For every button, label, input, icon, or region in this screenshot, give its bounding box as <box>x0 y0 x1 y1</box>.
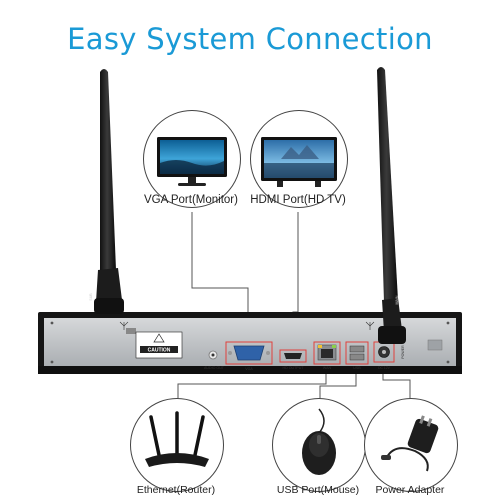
audio-out-port: AUDIO OUT <box>204 350 225 370</box>
wan-port: WAN <box>313 341 341 370</box>
power-adapter-icon <box>381 415 439 472</box>
tv-icon <box>261 137 337 187</box>
hdmi-tv-label: HDMI Port(HD TV) <box>250 194 346 206</box>
power-adapter-circle <box>364 398 458 492</box>
hdmi-port: HD OUTPUT <box>279 349 307 370</box>
page-title: Easy System Connection <box>67 22 433 56</box>
left-antenna: SUB <box>89 69 124 314</box>
audio-out-label: AUDIO OUT <box>204 366 225 370</box>
hdmi-label: HD OUTPUT <box>283 366 305 370</box>
router-icon <box>145 411 209 467</box>
vga-monitor-label: VGA Port(Monitor) <box>144 194 238 206</box>
tv-circle <box>250 110 348 208</box>
vga-label: VGA <box>245 367 253 371</box>
monitor-circle <box>143 110 241 208</box>
mouse-circle <box>272 398 366 492</box>
right-antenna: MAIN <box>377 67 406 344</box>
caution-text: CAUTION <box>148 348 171 354</box>
ethernet-router-label: Ethernet(Router) <box>136 484 216 496</box>
router-circle <box>130 398 224 492</box>
power-adapter-label: Power Adapter <box>375 484 445 496</box>
wan-label: WAN <box>323 366 332 370</box>
dc-power-port: DC 12V POWER <box>373 341 405 370</box>
antenna-symbol-icon <box>119 321 375 330</box>
power-label: POWER <box>401 345 405 359</box>
usb-label: USB <box>353 366 361 370</box>
sub-antenna-label: SUB <box>89 293 93 301</box>
vga-port: VGA <box>225 341 273 371</box>
caution-sticker: CAUTION <box>135 331 183 359</box>
mouse-icon <box>302 408 336 475</box>
dc-label: DC 12V <box>378 366 391 370</box>
usb-mouse-label: USB Port(Mouse) <box>276 484 360 496</box>
usb-port: USB <box>345 341 369 370</box>
monitor-icon <box>157 137 227 186</box>
main-antenna-label: MAIN <box>395 295 399 304</box>
